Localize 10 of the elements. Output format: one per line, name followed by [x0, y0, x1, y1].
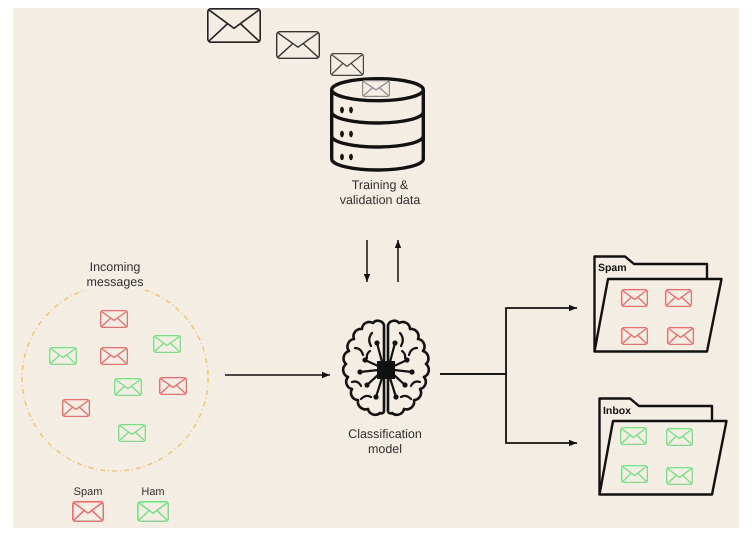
node-label: Training & validation data	[338, 178, 422, 208]
arrow	[225, 372, 330, 378]
node-label: Classification model	[347, 427, 423, 457]
arrow	[364, 240, 370, 282]
folder-title: Spam	[598, 262, 627, 274]
legend-label: Spam	[72, 486, 104, 499]
folder-title: Inbox	[603, 405, 631, 417]
arrow	[394, 240, 402, 282]
arrow	[440, 373, 577, 446]
legend-label: Ham	[140, 486, 166, 499]
